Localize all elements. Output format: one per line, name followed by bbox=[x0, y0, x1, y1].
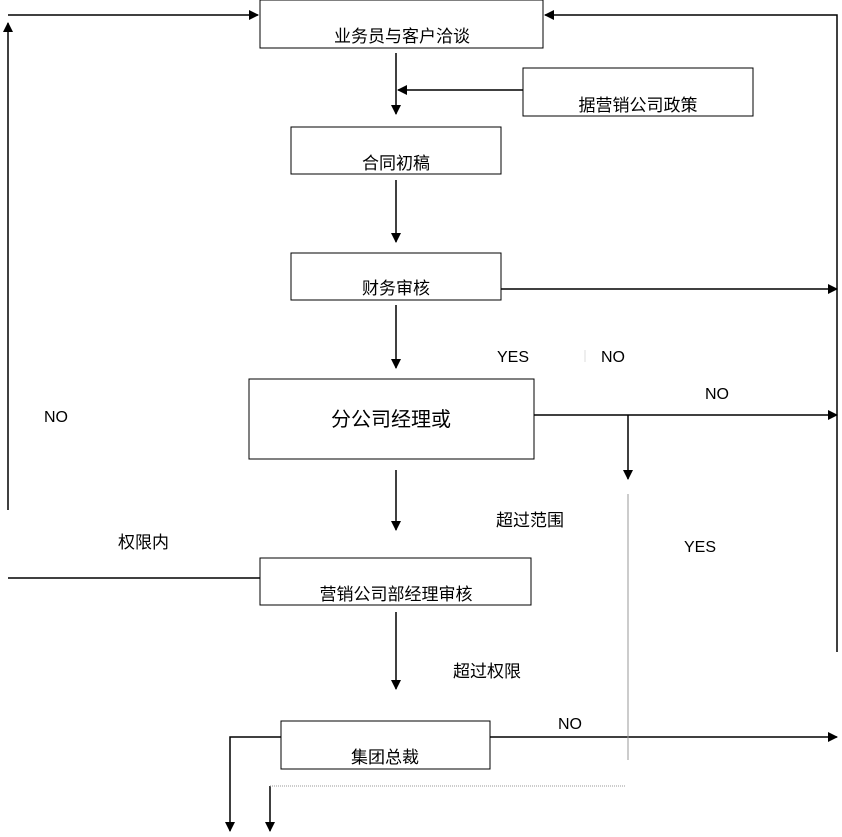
faint-lines bbox=[270, 350, 629, 787]
box-policy: 据营销公司政策 bbox=[522, 67, 754, 117]
label-beyond-authority: 超过权限 bbox=[453, 662, 521, 682]
box-branch-manager: 分公司经理或 bbox=[248, 378, 535, 460]
connectors bbox=[2, 10, 838, 832]
box-president: 集团总裁 bbox=[280, 720, 491, 770]
box-finance-label: 财务审核 bbox=[362, 279, 430, 299]
box-draft-label: 合同初稿 bbox=[362, 154, 430, 174]
label-yes-right: YES bbox=[684, 539, 716, 556]
box-president-label: 集团总裁 bbox=[351, 748, 419, 768]
box-draft: 合同初稿 bbox=[290, 126, 502, 175]
edge-right-return bbox=[544, 10, 838, 652]
label-within-authority: 权限内 bbox=[118, 533, 169, 553]
box-sales-manager: 营销公司部经理审核 bbox=[259, 557, 532, 606]
box-negotiate-label: 业务员与客户洽谈 bbox=[334, 27, 470, 47]
edge-president-left-exit bbox=[225, 736, 281, 832]
label-no-left: NO bbox=[44, 409, 68, 426]
label-no-branch-right: NO bbox=[705, 386, 729, 403]
label-no-top: NO bbox=[601, 349, 625, 366]
box-policy-label: 据营销公司政策 bbox=[579, 96, 698, 116]
label-beyond-scope: 超过范围 bbox=[496, 511, 564, 531]
box-negotiate: 业务员与客户洽谈 bbox=[259, 0, 544, 49]
label-no-president: NO bbox=[558, 716, 582, 733]
box-finance: 财务审核 bbox=[290, 252, 502, 301]
box-branch-manager-label: 分公司经理或 bbox=[331, 407, 451, 431]
box-sales-manager-label: 营销公司部经理审核 bbox=[320, 585, 473, 605]
label-yes-top: YES bbox=[497, 349, 529, 366]
